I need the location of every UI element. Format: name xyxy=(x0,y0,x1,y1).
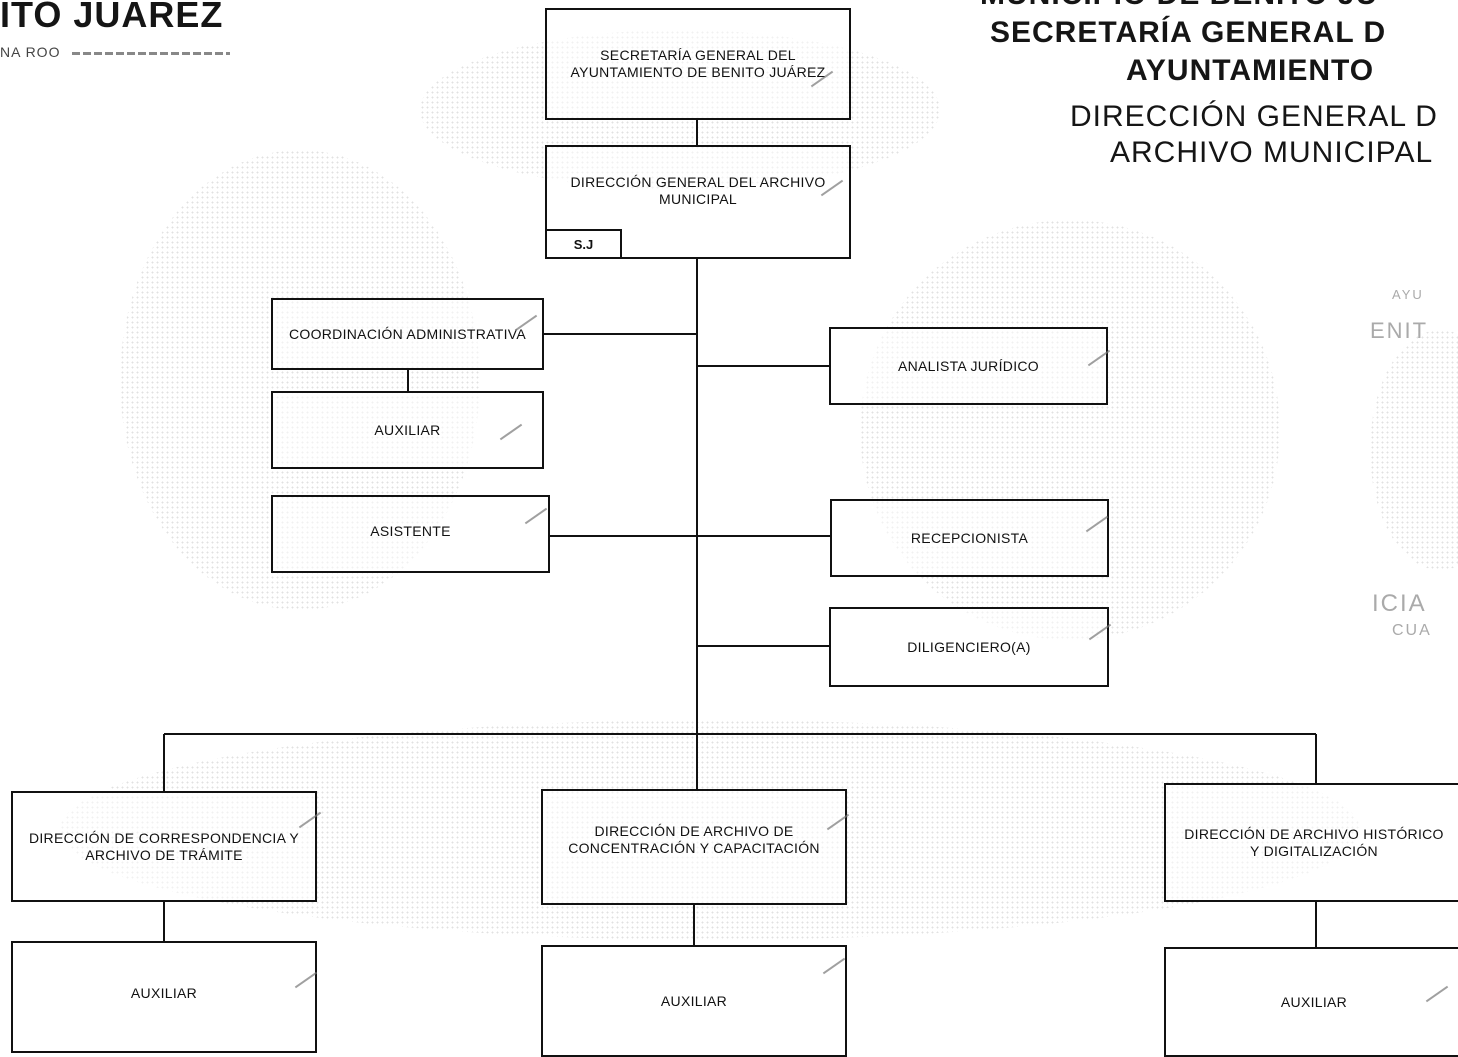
org-box-coordinacion: COORDINACIÓN ADMINISTRATIVA xyxy=(271,298,544,370)
header-municipio: MUNICIPIO DE BENITO JU xyxy=(980,0,1378,12)
signature-mark xyxy=(822,957,846,975)
org-box-dir-historico: DIRECCIÓN DE ARCHIVO HISTÓRICO Y DIGITAL… xyxy=(1164,783,1458,902)
org-box-label: SECRETARÍA GENERAL DEL AYUNTAMIENTO DE B… xyxy=(570,47,826,80)
seal-text: AYU xyxy=(1392,287,1424,302)
org-box-label: COORDINACIÓN ADMINISTRATIVA xyxy=(288,325,527,342)
org-box-label: AUXILIAR xyxy=(374,421,441,438)
signature-mark xyxy=(1425,985,1449,1003)
signature-mark xyxy=(499,423,523,441)
signature-mark xyxy=(1088,623,1112,641)
signature-mark xyxy=(524,507,548,525)
header-archivo: ARCHIVO MUNICIPAL xyxy=(1110,136,1434,169)
logo-subtitle: NA ROO xyxy=(0,44,61,60)
org-box-diligenciero: DILIGENCIERO(A) xyxy=(829,607,1112,687)
org-box-auxiliar-historico: AUXILIAR xyxy=(1164,947,1458,1057)
org-box-auxiliar-correspondencia: AUXILIAR xyxy=(11,941,318,1053)
header-secretaria: SECRETARÍA GENERAL D xyxy=(990,16,1387,49)
org-box-label: ASISTENTE xyxy=(370,522,451,539)
document-header: MUNICIPIO DE BENITO JU SECRETARÍA GENERA… xyxy=(980,0,1458,200)
org-box-auxiliar-coordinacion: AUXILIAR xyxy=(271,391,544,469)
seal-text: ENIT xyxy=(1370,318,1429,343)
org-box-label: ANALISTA JURÍDICO xyxy=(898,357,1039,374)
header-ayuntamiento: AYUNTAMIENTO xyxy=(1126,54,1375,87)
org-box-label: DIRECCIÓN DE ARCHIVO DE CONCENTRACIÓN Y … xyxy=(568,823,820,856)
seal-text: CUA xyxy=(1392,622,1432,639)
org-box-label: DIRECCIÓN GENERAL DEL ARCHIVO MUNICIPAL xyxy=(570,174,826,207)
logo-decoration xyxy=(72,52,230,55)
org-box-label: AUXILIAR xyxy=(1280,993,1348,1010)
org-box-dir-concentracion: DIRECCIÓN DE ARCHIVO DE CONCENTRACIÓN Y … xyxy=(541,789,850,905)
org-box-label: RECEPCIONISTA xyxy=(910,529,1029,546)
org-box-dir-correspondencia: DIRECCIÓN DE CORRESPONDENCIA Y ARCHIVO D… xyxy=(11,791,322,902)
seal-text: ICIA xyxy=(1372,590,1427,617)
org-box-asistente: ASISTENTE xyxy=(271,495,550,573)
signature-mark xyxy=(1087,349,1111,367)
org-box-label: DIRECCIÓN DE ARCHIVO HISTÓRICO Y DIGITAL… xyxy=(1184,825,1444,859)
org-box-label: DILIGENCIERO(A) xyxy=(907,638,1031,655)
header-direccion: DIRECCIÓN GENERAL D xyxy=(1070,100,1438,133)
org-box-secretaria: SECRETARÍA GENERAL DEL AYUNTAMIENTO DE B… xyxy=(545,8,851,120)
logo-title: ITO JUÁREZ xyxy=(0,0,224,35)
org-box-recepcionista: RECEPCIONISTA xyxy=(830,499,1109,577)
sj-tag: S.J xyxy=(545,229,622,259)
signature-mark xyxy=(1085,515,1109,533)
org-box-analista: ANALISTA JURÍDICO xyxy=(829,327,1111,405)
org-box-label: AUXILIAR xyxy=(660,992,728,1009)
org-box-label: DIRECCIÓN DE CORRESPONDENCIA Y ARCHIVO D… xyxy=(28,829,300,863)
org-box-label: AUXILIAR xyxy=(130,984,198,1001)
signature-mark xyxy=(294,971,318,989)
org-box-auxiliar-concentracion: AUXILIAR xyxy=(541,945,847,1057)
